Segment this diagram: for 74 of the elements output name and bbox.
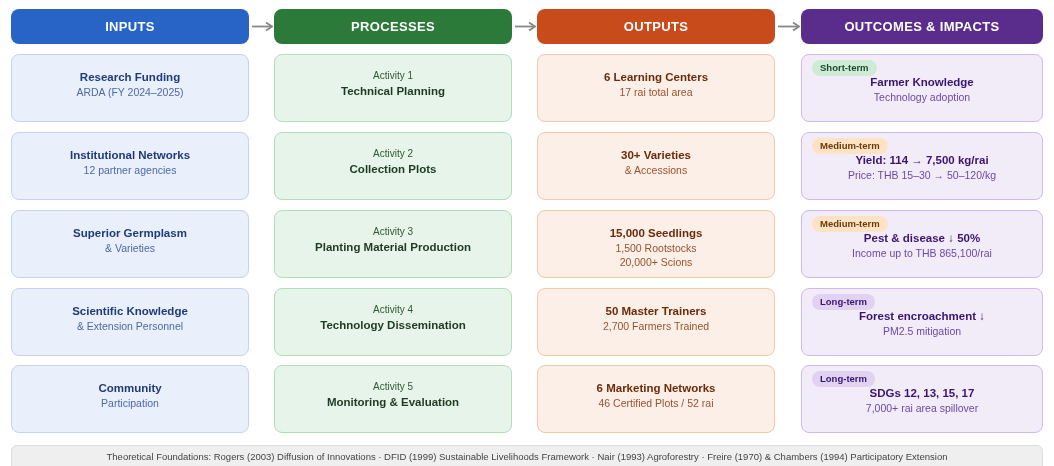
card-subtitle: Technology adoption	[873, 90, 971, 104]
card-title: 6 Learning Centers	[603, 70, 709, 85]
card-title: 15,000 Seedlings	[609, 226, 703, 241]
framework-card	[11, 365, 249, 433]
card-subtitle: Activity 3	[373, 225, 413, 239]
card-subtitle: 7,000+ rai area spillover	[865, 401, 979, 415]
framework-card	[11, 288, 249, 356]
framework-card	[274, 365, 512, 433]
card-subtitle: Activity 5	[373, 380, 413, 394]
framework-card	[801, 54, 1043, 122]
card-title: Community	[98, 381, 162, 396]
card-subtitle: PM2.5 mitigation	[882, 324, 962, 338]
framework-card	[537, 365, 775, 433]
framework-card	[11, 210, 249, 278]
card-subtitle: Activity 1	[373, 69, 413, 83]
framework-card	[11, 54, 249, 122]
framework-card	[801, 210, 1043, 278]
card-title: Pest & disease ↓ 50%	[863, 231, 981, 246]
term-badge: Short-term	[812, 60, 877, 76]
card-title: Institutional Networks	[69, 148, 191, 163]
card-title: SDGs 12, 13, 15, 17	[869, 386, 975, 401]
card-title: Superior Germplasm	[73, 226, 187, 241]
framework-card	[274, 132, 512, 200]
framework-card	[537, 132, 775, 200]
stage-header: OUTCOMES & IMPACTS	[801, 9, 1043, 44]
card-title: 30+ Varieties	[621, 148, 691, 163]
term-badge: Long-term	[812, 371, 875, 387]
card-title: Collection Plots	[349, 162, 437, 177]
framework-card	[801, 288, 1043, 356]
card-title: Research Funding	[79, 70, 181, 85]
card-subtitle: Price: THB 15–30 → 50–120/kg	[847, 168, 997, 182]
card-title: 6 Marketing Networks	[596, 381, 716, 396]
flow-arrow	[777, 21, 800, 32]
framework-card	[274, 210, 512, 278]
card-subtitle: 12 partner agencies	[83, 163, 177, 177]
stage-header: INPUTS	[11, 9, 249, 44]
card-subtitle: Participation	[101, 396, 159, 410]
term-badge: Medium-term	[812, 138, 888, 154]
term-badge: Medium-term	[812, 216, 888, 232]
card-subtitle: & Varieties	[105, 241, 155, 255]
card-subtitle: Activity 2	[373, 147, 413, 161]
framework-card	[274, 288, 512, 356]
card-title: Farmer Knowledge	[870, 75, 974, 90]
card-title: Yield: 114 → 7,500 kg/rai	[855, 153, 989, 168]
card-subtitle: 20,000+ Scions	[619, 255, 693, 269]
framework-card	[537, 54, 775, 122]
card-subtitle: 17 rai total area	[619, 85, 693, 99]
framework-card	[274, 54, 512, 122]
card-subtitle: 46 Certified Plots / 52 rai	[598, 396, 714, 410]
card-subtitle: & Extension Personnel	[76, 319, 184, 333]
card-title: Technology Dissemination	[320, 318, 466, 333]
card-subtitle: Activity 4	[373, 303, 413, 317]
stage-header: PROCESSES	[274, 9, 512, 44]
card-title: Planting Material Production	[315, 240, 471, 255]
flow-arrow	[251, 21, 273, 32]
card-title: Monitoring & Evaluation	[326, 395, 460, 410]
card-title: Forest encroachment ↓	[859, 309, 985, 324]
framework-card	[801, 132, 1043, 200]
card-subtitle: 2,700 Farmers Trained	[602, 319, 710, 333]
framework-card	[801, 365, 1043, 433]
card-subtitle: Income up to THB 865,100/rai	[852, 246, 992, 260]
card-subtitle: & Accessions	[624, 163, 688, 177]
stage-header: OUTPUTS	[537, 9, 775, 44]
card-subtitle: 1,500 Rootstocks	[615, 241, 697, 255]
flow-arrow	[514, 21, 536, 32]
footer-band: Theoretical Foundations: Rogers (2003) Diffusion of Innovations · DFID (1999) Sustainable Livelihoods Framework · Nair (1993) Agroforestry · Freire (1970) & Chambers (1994) Participatory Extension	[11, 445, 1043, 466]
card-title: Scientific Knowledge	[72, 304, 188, 319]
framework-card	[537, 288, 775, 356]
framework-card	[11, 132, 249, 200]
term-badge: Long-term	[812, 294, 875, 310]
framework-card	[537, 210, 775, 278]
card-title: Technical Planning	[341, 84, 445, 99]
card-title: 50 Master Trainers	[605, 304, 707, 319]
card-subtitle: ARDA (FY 2024–2025)	[76, 85, 184, 99]
